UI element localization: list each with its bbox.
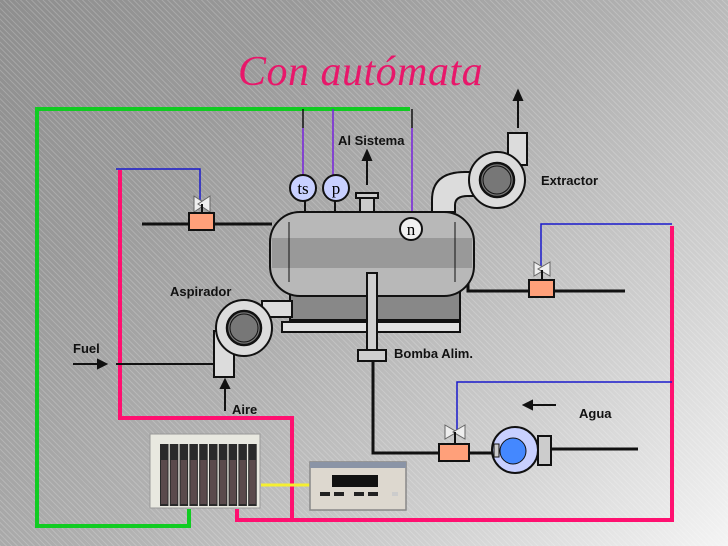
extractor-fan: [431, 132, 528, 213]
control-lines: [116, 168, 672, 432]
label-fuel: Fuel: [73, 341, 100, 356]
feed-pump: [357, 272, 387, 362]
gauge-p-label: p: [332, 179, 341, 198]
power-lines: [118, 170, 674, 522]
plc-module-face: [170, 460, 178, 504]
gauge-ts-label: ts: [297, 179, 308, 198]
water-valve[interactable]: [438, 424, 470, 462]
gauge-p: p: [322, 174, 350, 202]
label-aspirador: Aspirador: [170, 284, 232, 299]
label-bomba-alim: Bomba Alim.: [394, 346, 473, 361]
plc-module-face: [210, 460, 217, 504]
label-aire: Aire: [232, 402, 258, 417]
gauge-ts: ts: [289, 174, 317, 202]
plc-module-face: [249, 460, 256, 504]
plc-module-face: [190, 460, 197, 504]
hmi-panel[interactable]: [309, 461, 407, 511]
steam-valve[interactable]: [528, 261, 555, 298]
water-pump: [491, 426, 552, 474]
gauge-n-label: n: [407, 220, 416, 239]
gauge-n: n: [399, 217, 423, 241]
fuel-valve[interactable]: [188, 195, 215, 231]
label-extractor: Extractor: [541, 173, 599, 188]
plc-rack: [149, 433, 261, 509]
page-title: Con autómata: [238, 49, 484, 95]
sensor-signal-lines: [302, 109, 413, 220]
label-al-sistema: Al Sistema: [338, 133, 405, 148]
boiler: [269, 192, 475, 333]
aspirator-fan: [213, 299, 293, 378]
plc-module-face: [200, 460, 207, 504]
flow-arrows: [73, 88, 556, 411]
plc-module-face: [180, 460, 188, 504]
label-agua: Agua: [579, 406, 612, 421]
plc-module-face: [161, 460, 168, 504]
plc-module-face: [219, 460, 227, 504]
plc-module-face: [239, 460, 246, 504]
plc-module-face: [229, 460, 237, 504]
bus-line: [35, 107, 410, 528]
